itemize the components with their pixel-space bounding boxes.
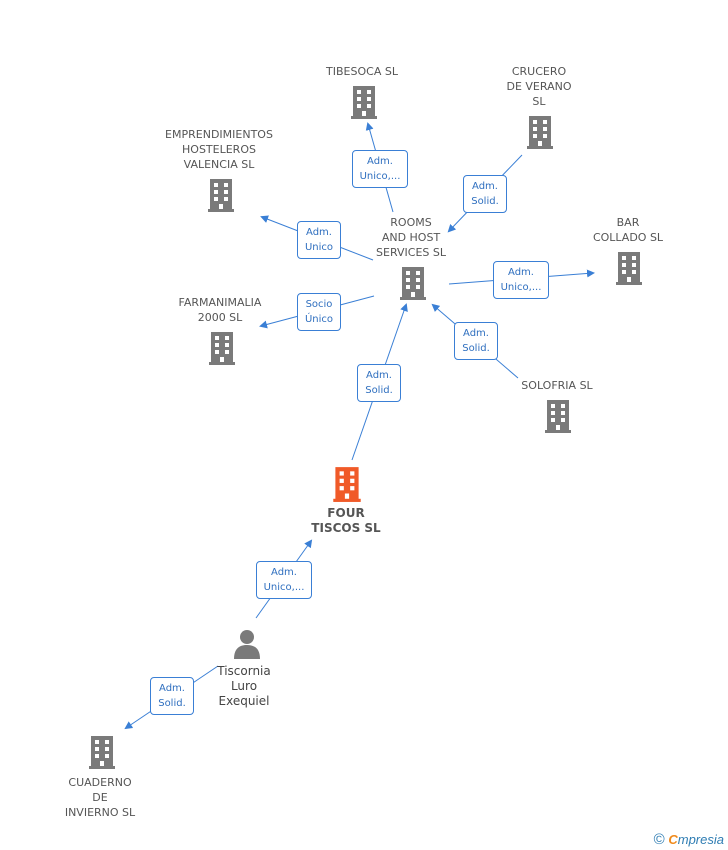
building-icon (333, 467, 361, 502)
edge-badge-solofria-rooms[interactable]: Adm. Solid. (454, 322, 498, 360)
node-label: FOUR TISCOS SL (311, 506, 381, 535)
empresia-watermark: © Cmpresia (654, 831, 724, 848)
node-label: FARMANIMALIA 2000 SL (178, 296, 262, 324)
node-label: CUADERNO DE INVIERNO SL (64, 776, 136, 819)
brand-name: mpresia (677, 832, 724, 847)
edge-badge-rooms-tibesoca[interactable]: Adm. Unico,... (352, 150, 408, 188)
edge-badge-rooms-emprendimientos[interactable]: Adm. Unico (297, 221, 341, 259)
copyright-symbol: © (653, 831, 665, 848)
node-label: Tiscornia Luro Exequiel (217, 664, 271, 708)
node-label: EMPRENDIMIENTOS HOSTELEROS VALENCIA SL (165, 128, 273, 171)
building-icon (400, 267, 426, 300)
node-label: TIBESOCA SL (326, 65, 398, 78)
node-label: CRUCERO DE VERANO SL (506, 65, 572, 108)
person-icon (234, 630, 260, 659)
edge-badge-rooms-farmanimalia[interactable]: Socio Único (297, 293, 341, 331)
edge-badge-rooms-bar-collado[interactable]: Adm. Unico,... (493, 261, 549, 299)
building-icon (616, 252, 642, 285)
edge-badge-tiscornia-cuaderno[interactable]: Adm. Solid. (150, 677, 194, 715)
edge-badge-four-rooms[interactable]: Adm. Solid. (357, 364, 401, 402)
building-icon (351, 86, 377, 119)
building-icon (208, 179, 234, 212)
edge-badge-tiscornia-four[interactable]: Adm. Unico,... (256, 561, 312, 599)
brand-logo-letter: C (668, 832, 678, 847)
building-icon (545, 400, 571, 433)
building-icon (209, 332, 235, 365)
building-icon (527, 116, 553, 149)
edge-badge-crucero-rooms[interactable]: Adm. Solid. (463, 175, 507, 213)
node-label: BAR COLLADO SL (592, 216, 664, 244)
building-icon (89, 736, 115, 769)
node-label: SOLOFRIA SL (521, 379, 593, 392)
node-label: ROOMS AND HOST SERVICES SL (376, 216, 446, 259)
